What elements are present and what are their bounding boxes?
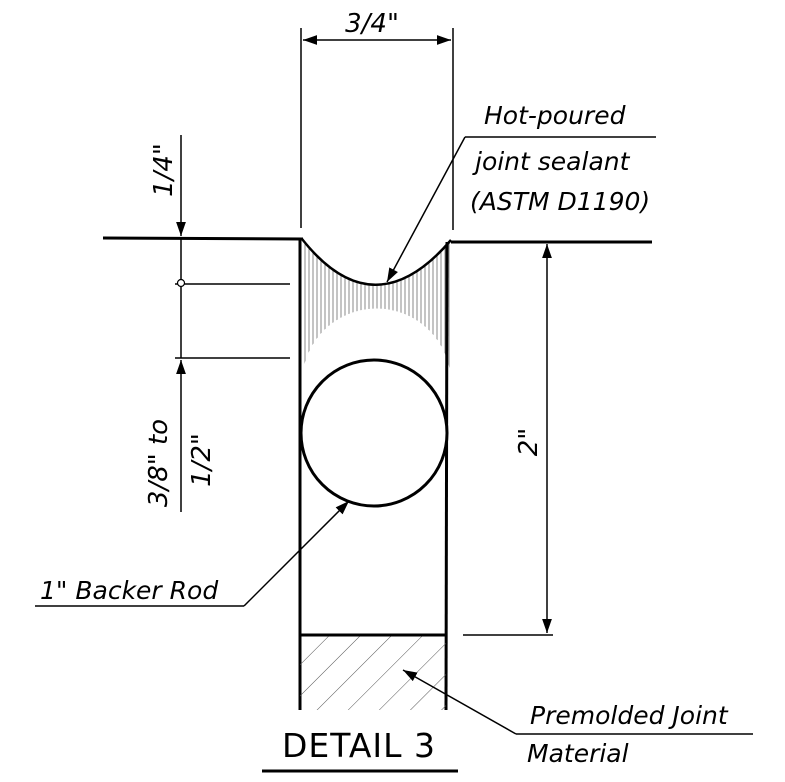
dimension-joint-width bbox=[300, 28, 454, 230]
callout-premolded-line-1: Premolded Joint bbox=[530, 701, 729, 730]
callout-sealant-leader bbox=[386, 136, 656, 283]
callout-premolded-line-2: Material bbox=[527, 739, 629, 768]
callout-sealant-line-2: joint sealant bbox=[472, 147, 631, 176]
premolded-filler bbox=[300, 633, 446, 710]
callout-premolded-leader bbox=[402, 669, 753, 735]
callout-backer-rod-leader bbox=[35, 500, 350, 607]
dimension-joint-depth-label: 2" bbox=[514, 428, 544, 457]
sealant-meniscus bbox=[301, 238, 452, 286]
sealant-fill bbox=[301, 239, 451, 384]
dimension-joint-depth bbox=[463, 244, 553, 636]
dimension-sealant-recess-label: 1/4" bbox=[149, 143, 179, 197]
callout-sealant-line-3: (ASTM D1190) bbox=[470, 187, 650, 216]
dimension-sealant-depth-label-1: 3/8" to bbox=[144, 419, 174, 507]
dimension-sealant-depth-label-2: 1/2" bbox=[187, 433, 217, 487]
pavement-surface-left bbox=[102, 236, 304, 241]
backer-rod bbox=[299, 358, 449, 508]
dimension-sealant-depth bbox=[175, 135, 290, 512]
callout-backer-rod: 1" Backer Rod bbox=[40, 576, 218, 605]
callout-sealant-line-1: Hot-poured bbox=[484, 101, 626, 130]
dimension-joint-width-label: 3/4" bbox=[345, 9, 399, 39]
joint-wall-right bbox=[444, 241, 449, 711]
detail-title: DETAIL 3 bbox=[282, 726, 436, 765]
